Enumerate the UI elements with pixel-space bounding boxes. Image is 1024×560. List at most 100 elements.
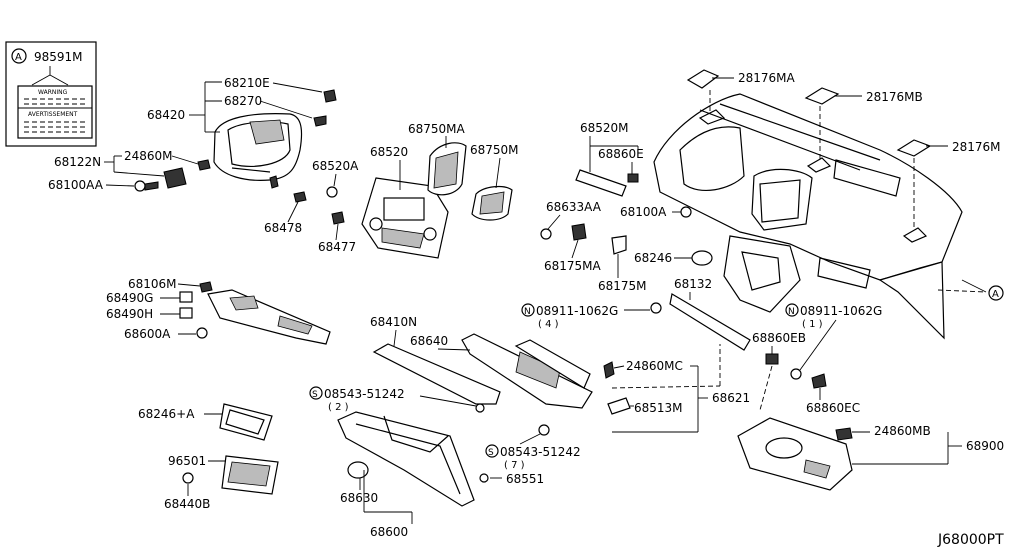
left-lower-panel-group — [179, 281, 331, 345]
part-24860MC: 24860MC — [626, 359, 683, 373]
part-08543-bot-qty: ( 7 ) — [504, 460, 525, 471]
screw-08543-bot — [538, 424, 550, 436]
part-68860EB: 68860EB — [752, 331, 806, 345]
callout-A-right: A — [992, 289, 999, 300]
part-68440B: 68440B — [164, 497, 210, 511]
symbol-N-right: N — [788, 307, 795, 317]
cover-68490G — [179, 291, 193, 303]
label-avert-title: AVERTISSEMENT — [28, 111, 78, 118]
part-68132: 68132 — [674, 277, 712, 291]
part-68513M: 68513M — [634, 401, 683, 415]
label-warning-title: WARNING — [38, 89, 68, 96]
glove-box-68600 — [337, 411, 475, 507]
reinforcement-68132 — [669, 293, 751, 351]
screw-68600A — [196, 327, 208, 339]
bezel-group — [540, 169, 713, 266]
screw-68440B — [182, 472, 194, 484]
cluster-lid-group — [134, 89, 337, 192]
bezel-68520M — [575, 169, 627, 197]
clip-24860MC — [603, 361, 615, 379]
screw-68520A — [326, 186, 338, 198]
part-68750M: 68750M — [470, 143, 519, 157]
part-08543-bot: 08543-51242 — [500, 445, 581, 459]
screw-68100AA — [134, 180, 146, 192]
insulator-28176M — [896, 139, 932, 157]
part-68100A: 68100A — [620, 205, 667, 219]
center-cluster-group — [293, 142, 513, 259]
clip-24860MB — [835, 427, 853, 441]
part-68270: 68270 — [224, 94, 262, 108]
part-68106M: 68106M — [128, 277, 177, 291]
part-08911-left: 08911-1062G — [536, 304, 618, 318]
trim-68246A — [219, 403, 273, 441]
part-68551: 68551 — [506, 472, 544, 486]
part-68122N: 68122N — [54, 155, 101, 169]
glove-box-group — [337, 333, 827, 507]
screw-68633AA — [540, 228, 552, 240]
clip-68860EC — [811, 373, 827, 389]
part-68477: 68477 — [318, 240, 356, 254]
part-68210E: 68210E — [224, 76, 270, 90]
part-68600A: 68600A — [124, 327, 171, 341]
clip-68860EB — [765, 353, 779, 365]
part-68478: 68478 — [264, 221, 302, 235]
symbol-N-left: N — [524, 307, 531, 317]
part-96501: 96501 — [168, 454, 206, 468]
nut-08911-left — [650, 302, 662, 314]
part-08543-top-qty: ( 2 ) — [328, 402, 349, 413]
clip-68860E — [627, 173, 639, 183]
part-24860M: 24860M — [124, 149, 173, 163]
part-68420: 68420 — [147, 108, 185, 122]
nut-08911-right — [790, 368, 802, 380]
clip-68513M — [607, 397, 631, 415]
part-68900: 68900 — [966, 439, 1004, 453]
part-08911-right-qty: ( 1 ) — [802, 319, 823, 330]
part-68490G: 68490G — [106, 291, 153, 305]
part-68246: 68246 — [634, 251, 672, 265]
symbol-S-bot: S — [488, 448, 494, 458]
part-68520: 68520 — [370, 145, 408, 159]
part-68633AA: 68633AA — [546, 200, 602, 214]
clip-68270 — [313, 115, 327, 127]
inset-callout-letter: A — [15, 52, 22, 63]
instrument-panel-main — [653, 69, 963, 340]
screw-68100A — [680, 206, 692, 218]
diagram-code: J68000PT — [937, 532, 1004, 548]
part-68640: 68640 — [410, 334, 448, 348]
lower-cover-68900 — [737, 417, 853, 491]
latch-68630 — [347, 461, 369, 479]
part-68410N: 68410N — [370, 315, 417, 329]
insulator-28176MB — [804, 87, 840, 105]
part-68520M: 68520M — [580, 121, 629, 135]
part-28176MA: 28176MA — [738, 71, 796, 85]
clip-68478 — [293, 191, 307, 203]
part-24860MB: 24860MB — [874, 424, 931, 438]
clip-24860M — [197, 159, 211, 171]
part-68175MA: 68175MA — [544, 259, 602, 273]
clip-68477 — [331, 211, 345, 225]
finisher-68410N — [372, 343, 501, 405]
part-08911-right: 08911-1062G — [800, 304, 882, 318]
part-08543-top: 08543-51242 — [324, 387, 405, 401]
part-68860EC: 68860EC — [806, 401, 860, 415]
part-68246A: 68246+A — [138, 407, 195, 421]
bumper-68551 — [479, 473, 489, 483]
part-68630: 68630 — [340, 491, 378, 505]
bracket-68175M — [611, 235, 627, 255]
clip-68106M — [199, 281, 213, 293]
part-28176M: 28176M — [952, 140, 1001, 154]
grommet-68246 — [691, 250, 713, 266]
clip-68210E — [323, 89, 337, 103]
bracket-68175MA — [571, 223, 587, 241]
insulator-28176MA — [686, 69, 720, 89]
part-28176MB: 28176MB — [866, 90, 923, 104]
part-68621: 68621 — [712, 391, 750, 405]
bracket-68122N — [163, 167, 187, 189]
part-68860E: 68860E — [598, 147, 644, 161]
part-08911-left-qty: ( 4 ) — [538, 319, 559, 330]
part-68520A: 68520A — [312, 159, 359, 173]
cover-68490H — [179, 307, 193, 319]
symbol-S-top: S — [312, 390, 318, 400]
part-68600: 68600 — [370, 525, 408, 539]
